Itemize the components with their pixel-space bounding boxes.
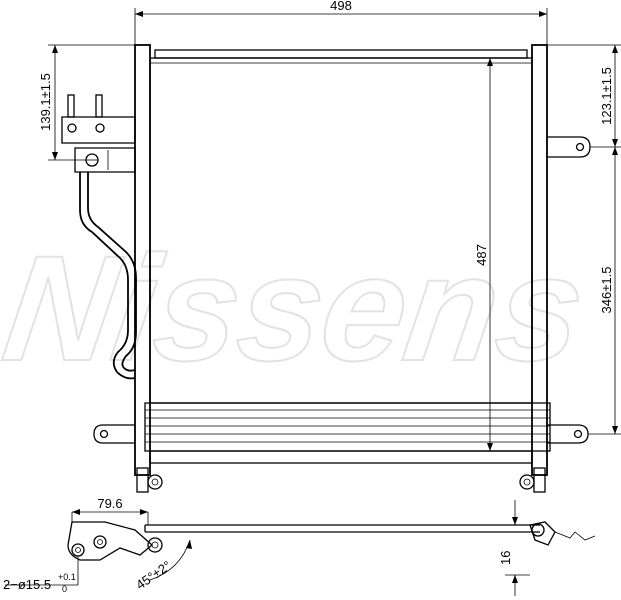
bottom-rail bbox=[149, 450, 533, 464]
dimension-core-height: 487 bbox=[474, 58, 493, 451]
hole-diameter-label: 2−ø15.5 bbox=[3, 577, 51, 592]
dimension-pipe-height: 139.1±1.5 bbox=[38, 44, 135, 161]
dimension-lower-bracket-height: 346±1.5 bbox=[588, 147, 621, 435]
lower-tube-bundle bbox=[144, 402, 551, 452]
pipe-height-label: 139.1±1.5 bbox=[38, 73, 53, 131]
dimension-upper-bracket-height: 123.1±1.5 bbox=[547, 44, 621, 148]
core-height-label: 487 bbox=[474, 244, 489, 266]
pipe-fitting-block bbox=[61, 94, 136, 173]
right-lower-bracket bbox=[547, 424, 589, 444]
dimension-hole-diameter: 2−ø15.5 +0.1 0 bbox=[3, 556, 79, 594]
condenser-front-view bbox=[61, 44, 591, 493]
left-lower-bracket bbox=[93, 424, 135, 444]
hole-tol-lower: 0 bbox=[62, 584, 67, 594]
right-upper-bracket bbox=[547, 136, 591, 158]
left-mounting-pin bbox=[136, 467, 163, 493]
refrigerant-pipe bbox=[79, 172, 136, 380]
lower-bracket-label: 346±1.5 bbox=[599, 267, 614, 314]
pipe-offset-label: 79.6 bbox=[97, 496, 122, 511]
dimension-pipe-offset: 79.6 bbox=[71, 496, 149, 525]
watermark-text: Nissens bbox=[0, 225, 594, 392]
condenser-bottom-view bbox=[67, 521, 596, 561]
width-label: 498 bbox=[330, 0, 352, 13]
top-rail bbox=[154, 49, 528, 59]
right-mounting-pin bbox=[519, 467, 546, 493]
angle-label: 45°±2° bbox=[133, 558, 174, 593]
dimension-angle: 45°±2° bbox=[133, 539, 192, 593]
hole-tol-upper: +0.1 bbox=[58, 572, 76, 582]
depth-label: 16 bbox=[498, 551, 513, 565]
dimension-depth: 16 bbox=[498, 500, 530, 596]
dimension-overall-width: 498 bbox=[134, 0, 548, 45]
upper-bracket-label: 123.1±1.5 bbox=[599, 67, 614, 125]
